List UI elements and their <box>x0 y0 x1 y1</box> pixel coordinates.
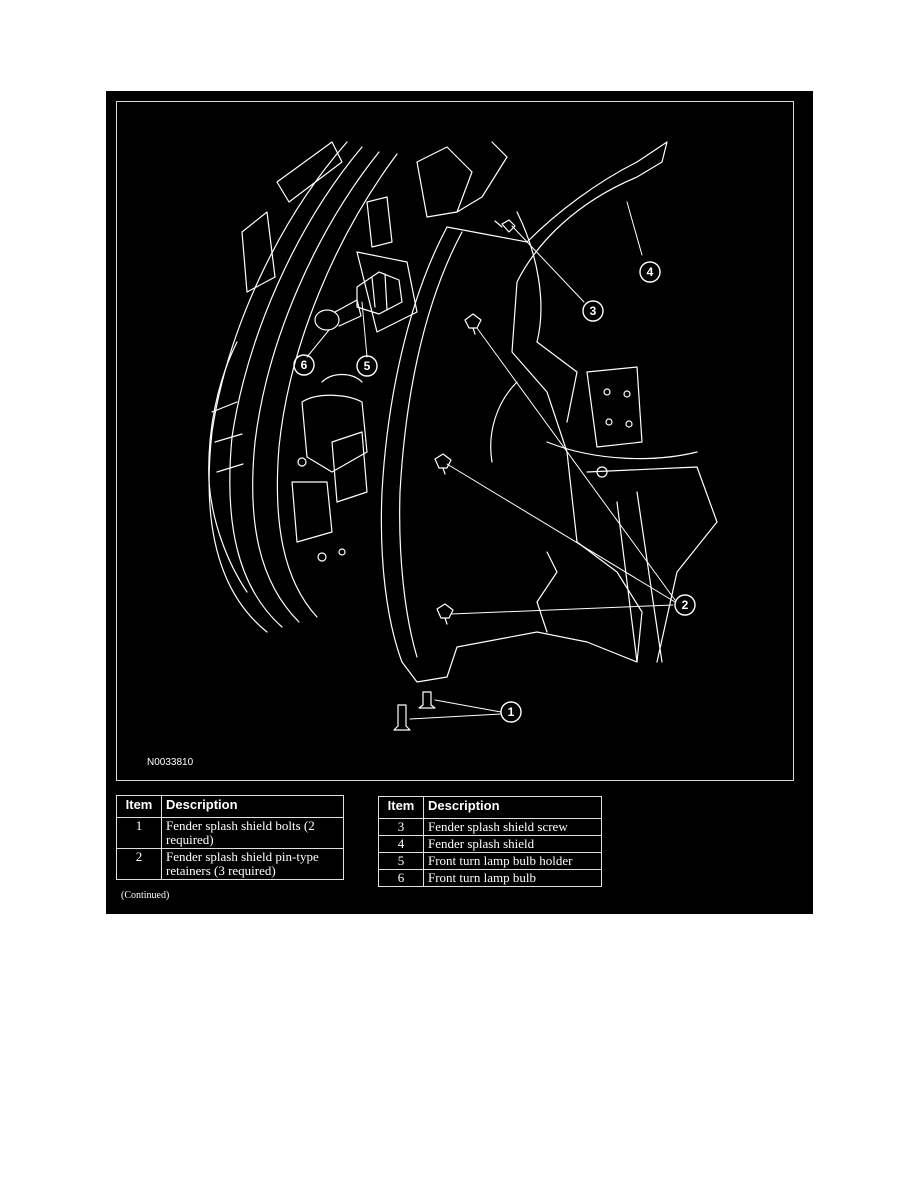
item-number: 4 <box>378 835 424 853</box>
fender-splash-shield <box>380 141 668 683</box>
callout-2: 2 <box>682 598 689 612</box>
figure-id: N0033810 <box>147 757 194 768</box>
item-number: 5 <box>378 852 424 870</box>
table-row: 3 Fender splash shield screw <box>378 818 602 836</box>
item-number: 2 <box>116 848 162 880</box>
description-header: Description <box>161 795 344 818</box>
pin-type-retainer <box>464 313 482 335</box>
legend-table-right: Item Description 3 Fender splash shield … <box>378 796 602 887</box>
continued-note: (Continued) <box>121 890 170 901</box>
table-row: 2 Fender splash shield pin-type retainer… <box>116 848 344 880</box>
table-row: 5 Front turn lamp bulb holder <box>378 852 602 870</box>
callout-1: 1 <box>508 705 515 719</box>
turn-lamp-bulb-holder <box>356 271 403 315</box>
turn-lamp-bulb <box>314 299 362 331</box>
item-number: 6 <box>378 869 424 887</box>
splash-shield-screw <box>494 219 516 233</box>
item-description: Fender splash shield bolts (2 required) <box>161 817 344 849</box>
table-row: 4 Fender splash shield <box>378 835 602 853</box>
body-structure <box>490 366 718 663</box>
item-number: 1 <box>116 817 162 849</box>
item-description: Front turn lamp bulb holder <box>423 852 602 870</box>
description-header: Description <box>423 796 602 819</box>
callout-4: 4 <box>647 265 654 279</box>
callout-3: 3 <box>590 304 597 318</box>
fender-splash-shield-diagram: 1 2 3 4 5 6 <box>208 141 718 731</box>
callout-5: 5 <box>364 359 371 373</box>
table-row: 1 Fender splash shield bolts (2 required… <box>116 817 344 849</box>
table-row: 6 Front turn lamp bulb <box>378 869 602 887</box>
legend-table-left: Item Description 1 Fender splash shield … <box>116 795 344 880</box>
callout-circles <box>293 261 696 723</box>
lamp-housing <box>291 146 473 562</box>
splash-shield-bolt <box>418 691 436 709</box>
bumper-fascia <box>208 141 398 633</box>
callout-6: 6 <box>301 358 308 372</box>
item-description: Front turn lamp bulb <box>423 869 602 887</box>
item-description: Fender splash shield pin-type retainers … <box>161 848 344 880</box>
item-description: Fender splash shield screw <box>423 818 602 836</box>
pin-type-retainer <box>434 453 452 475</box>
callout-labels: 1 2 3 4 5 6 <box>301 265 689 719</box>
item-description: Fender splash shield <box>423 835 602 853</box>
item-header: Item <box>378 796 424 819</box>
table-header-row: Item Description <box>116 795 344 818</box>
leader-lines <box>306 201 676 720</box>
illustration-panel: 1 2 3 4 5 6 N0033810 Item Description 1 … <box>106 91 813 914</box>
diagram-frame: 1 2 3 4 5 6 N0033810 <box>116 101 794 781</box>
item-number: 3 <box>378 818 424 836</box>
table-header-row: Item Description <box>378 796 602 819</box>
item-header: Item <box>116 795 162 818</box>
splash-shield-bolt <box>393 704 411 731</box>
